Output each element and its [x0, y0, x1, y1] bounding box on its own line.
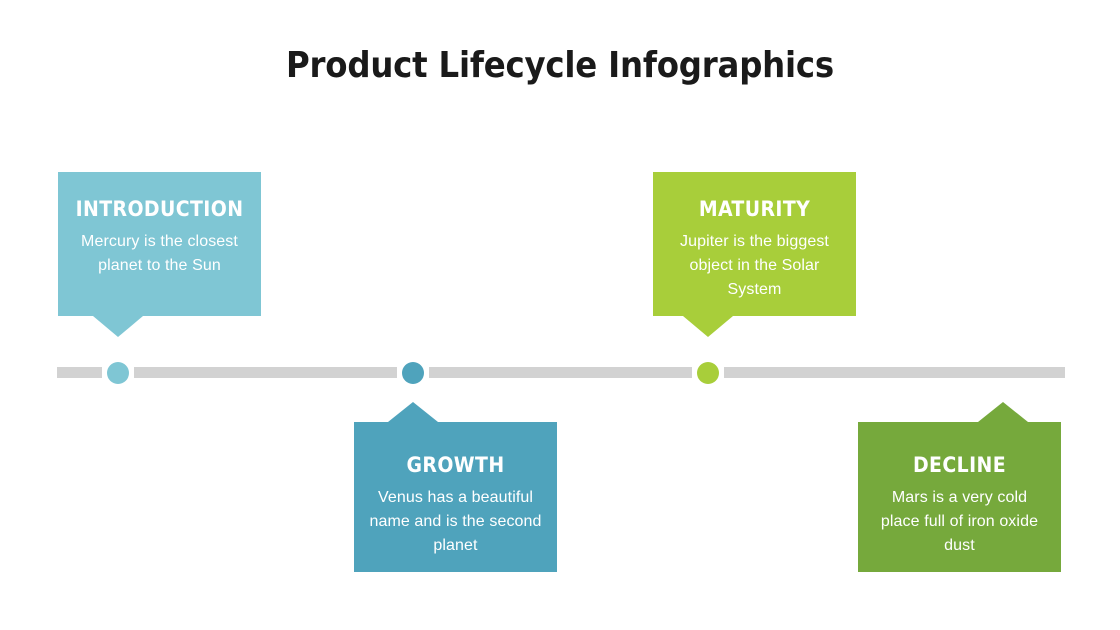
card-growth-content: GROWTH Venus has a beautiful name and is … [367, 422, 544, 558]
page-title: Product Lifecycle Infographics [285, 45, 835, 86]
card-introduction-pointer [93, 316, 143, 337]
card-growth-title: GROWTH [406, 453, 505, 477]
card-maturity[interactable]: MATURITY Jupiter is the biggest object in… [653, 172, 856, 337]
card-introduction[interactable]: INTRODUCTION Mercury is the closest plane… [58, 172, 261, 337]
card-maturity-content: MATURITY Jupiter is the biggest object in… [666, 172, 843, 302]
marker-introduction[interactable] [107, 362, 129, 384]
card-decline-pointer [978, 402, 1028, 422]
timeline-segment [724, 367, 1065, 378]
marker-maturity[interactable] [697, 362, 719, 384]
card-growth-body: Venus has a beautiful name and is the se… [369, 489, 542, 554]
timeline-segment [429, 367, 692, 378]
card-introduction-content: INTRODUCTION Mercury is the closest plane… [71, 172, 248, 278]
timeline-segment [57, 367, 102, 378]
card-growth-pointer [388, 402, 438, 422]
card-maturity-title: MATURITY [698, 197, 811, 221]
marker-growth[interactable] [402, 362, 424, 384]
timeline-segment [134, 367, 397, 378]
card-introduction-title: INTRODUCTION [75, 197, 244, 221]
card-decline-title: DECLINE [912, 453, 1007, 477]
card-decline-body: Mars is a very cold place full of iron o… [880, 489, 1039, 554]
card-growth[interactable]: GROWTH Venus has a beautiful name and is … [354, 402, 557, 572]
card-maturity-pointer [683, 316, 733, 337]
card-decline-content: DECLINE Mars is a very cold place full of… [871, 422, 1048, 558]
card-decline[interactable]: DECLINE Mars is a very cold place full of… [858, 402, 1061, 572]
card-maturity-body: Jupiter is the biggest object in the Sol… [680, 233, 829, 298]
card-introduction-body: Mercury is the closest planet to the Sun [81, 233, 238, 274]
